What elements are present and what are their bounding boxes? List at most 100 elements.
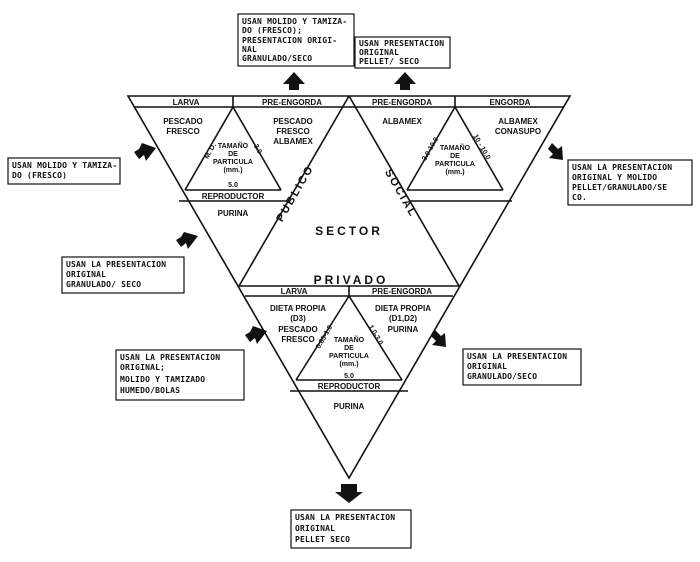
priv-larva-food-1: DIETA PROPIA (270, 304, 326, 313)
arrow-left-lower (245, 326, 267, 344)
priv-size-bottom: 5.0 (344, 373, 354, 380)
note-box-right-lower (462, 348, 582, 386)
arrow-left-mid (176, 232, 198, 249)
triangle-structure (126, 95, 572, 480)
note-top-right-l2: ORIGINAL (359, 48, 399, 57)
note-bottom-l2: ORIGINAL (295, 524, 335, 533)
pub-size-left: M. D. (203, 142, 217, 160)
soc-pre-header: PRE-ENGORDA (372, 98, 432, 107)
note-right-upper-l4: CO. (572, 193, 587, 202)
inner-right-edge (348, 95, 460, 287)
note-right-upper-l2: ORIGINAL Y MOLIDO (572, 173, 657, 182)
pub-size-left (184, 106, 234, 191)
priv-larva-food-4: FRESCO (281, 335, 314, 344)
soc-eng-food-2: CONASUPO (495, 127, 541, 136)
arrow-up-left (283, 72, 305, 90)
note-top-left-l2: DO (FRESCO); (242, 26, 302, 35)
priv-size-label-2: DE (344, 345, 354, 352)
note-bottom-l3: PELLET SECO (295, 535, 350, 544)
note-boxes (7, 13, 693, 549)
soc-size-left: 3.0-10.0 (421, 136, 440, 162)
note-right-upper-l3: PELLET/GRANULADO/SE (572, 183, 667, 192)
soc-pre-food: ALBAMEX (382, 117, 422, 126)
soc-size-label-3: PARTICULA (435, 161, 475, 168)
soc-eng-header: ENGORDA (490, 98, 531, 107)
priv-size-left: 0.85-1.0 (315, 324, 334, 350)
note-left-mid-l3: GRANULADO/ SECO (66, 280, 141, 289)
pub-larva-food-1: PESCADO (163, 117, 203, 126)
arrow-down-bottom (335, 484, 363, 503)
pub-pre-food-1: PESCADO (273, 117, 313, 126)
note-box-top-left (237, 13, 355, 67)
pub-pre-food-2: FRESCO (276, 127, 309, 136)
note-left-lower-l2: ORIGINAL; (120, 363, 165, 372)
priv-larva-header: LARVA (281, 287, 308, 296)
note-box-left-upper (7, 157, 121, 185)
sector-label: SECTOR (315, 224, 383, 238)
note-left-lower-l3: MOLIDO Y TAMIZADO (120, 375, 205, 384)
sector-social-label: SOCIAL (382, 167, 419, 219)
priv-pre-header: PRE-ENGORDA (372, 287, 432, 296)
note-box-right-upper (567, 159, 693, 206)
pub-size-label-2: DE (228, 151, 238, 158)
pub-size-label-1: TAMAÑO (218, 141, 249, 150)
pub-reproductor: REPRODUCTOR (202, 192, 265, 201)
note-top-left-l5: GRANULADO/SECO (242, 54, 312, 63)
note-left-mid-l1: USAN LA PRESENTACION (66, 260, 166, 269)
priv-size-right: 1.0-3.0 (367, 324, 384, 346)
note-box-bottom (290, 509, 412, 549)
pub-size-right (232, 106, 282, 191)
pub-repro-food: PURINA (218, 209, 249, 218)
pub-size-right: 3.0 (252, 143, 263, 155)
priv-size-right (348, 295, 403, 381)
priv-pre-food-2: (D1,D2) (389, 314, 417, 323)
note-box-top-right (354, 36, 451, 69)
priv-size-left (295, 295, 350, 381)
pub-size-bottom: 5.0 (228, 182, 238, 189)
arrow-up-right (394, 72, 416, 90)
note-left-lower-l4: HUMEDO/BOLAS (120, 386, 180, 395)
pub-size-label-4: (mm.) (223, 167, 242, 174)
soc-eng-food-1: ALBAMEX (498, 117, 538, 126)
sector-publico-label: PUBLICO (274, 163, 316, 224)
sector-privado-label: PRIVADO (314, 273, 389, 287)
soc-size-label-2: DE (450, 153, 460, 160)
note-left-upper-l1: USAN MOLIDO Y TAMIZA- (12, 161, 117, 170)
note-right-upper-l1: USAN LA PRESENTACION (572, 163, 672, 172)
note-right-lower-l1: USAN LA PRESENTACION (467, 352, 567, 361)
pub-size-label-3: PARTICULA (213, 159, 253, 166)
arrow-left-upper (134, 143, 156, 161)
priv-repro-food: PURINA (334, 402, 365, 411)
arrows (134, 72, 563, 503)
pub-pre-header: PRE-ENGORDA (262, 98, 322, 107)
priv-reproductor: REPRODUCTOR (318, 382, 381, 391)
priv-pre-food-1: DIETA PROPIA (375, 304, 431, 313)
note-left-upper-l2: DO (FRESCO) (12, 171, 67, 180)
note-top-right-l3: PELLET/ SECO (359, 57, 419, 66)
pub-pre-food-3: ALBAMEX (273, 137, 313, 146)
note-left-mid-l2: ORIGINAL (66, 270, 106, 279)
pub-larva-header: LARVA (173, 98, 200, 107)
note-top-left-l4: NAL (242, 45, 257, 54)
priv-size-label-4: (mm.) (339, 361, 358, 368)
priv-larva-food-3: PESCADO (278, 325, 318, 334)
inner-left-edge (238, 95, 350, 287)
note-top-left-l3: PRESENTACION ORIGI- (242, 36, 337, 45)
priv-size-label-3: PARTICULA (329, 353, 369, 360)
note-box-left-lower (115, 349, 245, 401)
priv-size-label-1: TAMAÑO (334, 335, 365, 344)
pub-larva-food-2: FRESCO (166, 127, 199, 136)
arrow-right-lower (431, 330, 446, 347)
soc-size-right (454, 106, 504, 191)
note-right-lower-l3: GRANULADO/SECO (467, 372, 537, 381)
priv-larva-food-2: (D3) (290, 314, 306, 323)
soc-size-label-1: TAMAÑO (440, 143, 471, 152)
soc-size-left (406, 106, 456, 191)
note-top-right-l1: USAN PRESENTACION (359, 39, 444, 48)
note-right-lower-l2: ORIGINAL (467, 362, 507, 371)
note-bottom-l1: USAN LA PRESENTACION (295, 513, 395, 522)
priv-pre-food-3: PURINA (388, 325, 419, 334)
soc-size-label-4: (mm.) (445, 169, 464, 176)
soc-size-right: 10 - 10.0 (471, 134, 491, 162)
